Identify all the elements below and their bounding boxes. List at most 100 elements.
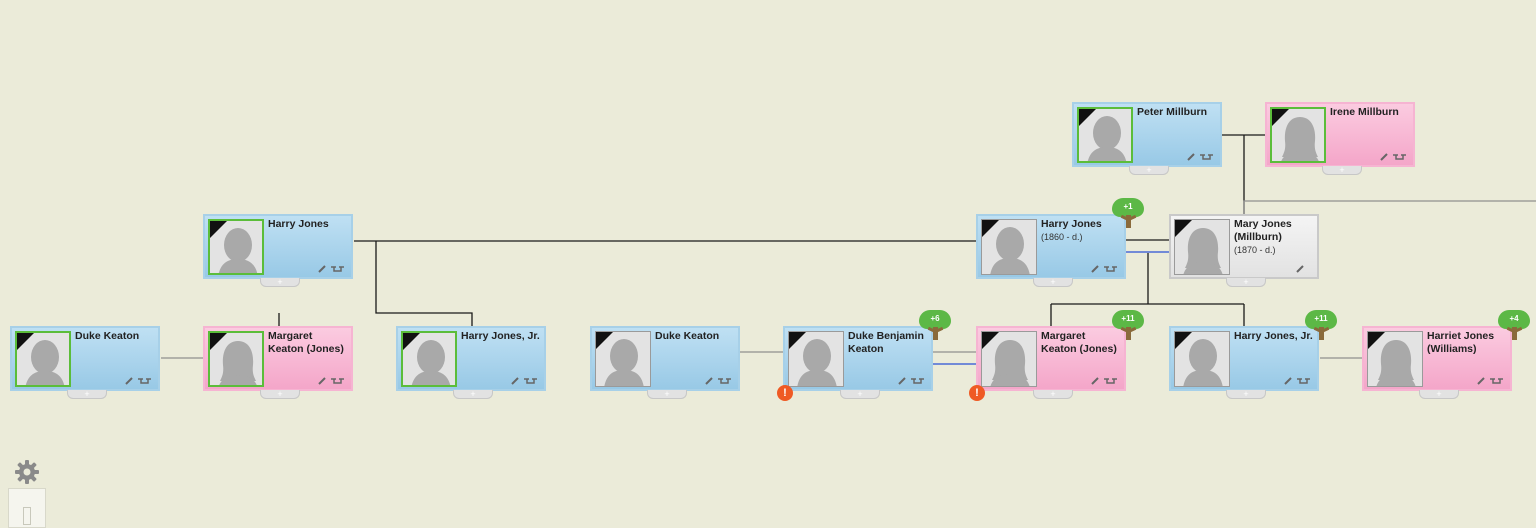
family-tree-hint-icon[interactable]: +6 xyxy=(919,310,953,342)
male-silhouette-avatar[interactable] xyxy=(981,219,1037,275)
person-name[interactable]: Duke Keaton xyxy=(75,330,140,342)
person-card-margaret-keaton-left[interactable]: Margaret Keaton (Jones) + xyxy=(203,326,353,399)
person-card-peter-millburn[interactable]: Peter Millburn + xyxy=(1072,102,1222,175)
relationship-icon[interactable] xyxy=(137,377,152,385)
relationship-icon[interactable] xyxy=(717,377,732,385)
male-silhouette-avatar[interactable] xyxy=(1174,331,1230,387)
person-card-harry-jones-left[interactable]: Harry Jones + xyxy=(203,214,353,287)
add-relative-tab[interactable]: + xyxy=(67,390,107,399)
add-relative-tab[interactable]: + xyxy=(1226,278,1266,287)
pencil-icon[interactable] xyxy=(318,265,327,273)
female-silhouette-avatar[interactable] xyxy=(208,331,264,387)
add-relative-tab[interactable]: + xyxy=(1226,390,1266,399)
person-card-harry-jones-jr-right[interactable]: Harry Jones, Jr. + xyxy=(1169,326,1319,399)
family-tree-hint-icon[interactable]: +4 xyxy=(1498,310,1532,342)
male-silhouette-avatar[interactable] xyxy=(788,331,844,387)
female-silhouette-avatar[interactable] xyxy=(981,331,1037,387)
male-silhouette-avatar[interactable] xyxy=(401,331,457,387)
pencil-icon[interactable] xyxy=(1091,377,1100,385)
person-card-mary-jones-millburn[interactable]: Mary Jones (Millburn) (1870 - d.) + xyxy=(1169,214,1319,287)
edit-tools[interactable] xyxy=(1284,377,1312,385)
relationship-icon[interactable] xyxy=(1392,153,1407,161)
person-name[interactable]: Margaret Keaton (Jones) xyxy=(1041,330,1117,355)
person-card-margaret-keaton-right[interactable]: Margaret Keaton (Jones) + xyxy=(976,326,1126,399)
add-relative-tab[interactable]: + xyxy=(840,390,880,399)
tree-hint-count: +4 xyxy=(1498,310,1530,329)
relationship-icon[interactable] xyxy=(1489,377,1504,385)
add-relative-tab[interactable]: + xyxy=(647,390,687,399)
person-card-harry-jones-jr-left[interactable]: Harry Jones, Jr. + xyxy=(396,326,546,399)
gear-icon[interactable] xyxy=(14,459,40,485)
female-silhouette-avatar[interactable] xyxy=(1270,107,1326,163)
person-name[interactable]: Duke Benjamin Keaton xyxy=(848,330,924,355)
edit-tools[interactable] xyxy=(318,377,346,385)
person-card-duke-keaton-center[interactable]: Duke Keaton + xyxy=(590,326,740,399)
relationship-icon[interactable] xyxy=(330,377,345,385)
person-name[interactable]: Peter Millburn xyxy=(1137,106,1208,118)
pencil-icon[interactable] xyxy=(125,377,134,385)
person-card-duke-keaton-left[interactable]: Duke Keaton + xyxy=(10,326,160,399)
female-silhouette-avatar[interactable] xyxy=(1174,219,1230,275)
male-silhouette-avatar[interactable] xyxy=(208,219,264,275)
male-silhouette-avatar[interactable] xyxy=(1077,107,1133,163)
edit-tools[interactable] xyxy=(705,377,733,385)
pencil-icon[interactable] xyxy=(1091,265,1100,273)
person-name[interactable]: Harry Jones, Jr. xyxy=(1234,330,1313,342)
person-name[interactable]: Duke Keaton xyxy=(655,330,720,342)
person-name[interactable]: Harry Jones, Jr. xyxy=(461,330,540,342)
relationship-icon[interactable] xyxy=(523,377,538,385)
add-relative-tab[interactable]: + xyxy=(1033,390,1073,399)
add-relative-tab[interactable]: + xyxy=(1322,166,1362,175)
person-name[interactable]: Harriet Jones (Williams) xyxy=(1427,330,1495,355)
person-name[interactable]: Irene Millburn xyxy=(1330,106,1399,118)
pencil-icon[interactable] xyxy=(1477,377,1486,385)
person-name[interactable]: Mary Jones (Millburn) xyxy=(1234,218,1292,243)
edit-tools[interactable] xyxy=(318,265,346,273)
add-relative-tab[interactable]: + xyxy=(260,390,300,399)
edit-tools[interactable] xyxy=(1284,265,1312,273)
person-name[interactable]: Harry Jones xyxy=(268,218,329,230)
pencil-icon[interactable] xyxy=(1187,153,1196,161)
add-relative-tab[interactable]: + xyxy=(453,390,493,399)
add-relative-tab[interactable]: + xyxy=(1419,390,1459,399)
relationship-icon[interactable] xyxy=(1296,377,1311,385)
person-card-irene-millburn[interactable]: Irene Millburn + xyxy=(1265,102,1415,175)
edit-tools[interactable] xyxy=(125,377,153,385)
pencil-icon[interactable] xyxy=(1284,377,1293,385)
relationship-icon[interactable] xyxy=(910,377,925,385)
family-tree-hint-icon[interactable]: +11 xyxy=(1112,310,1146,342)
relationship-icon[interactable] xyxy=(1103,265,1118,273)
relationship-icon[interactable] xyxy=(330,265,345,273)
male-silhouette-avatar[interactable] xyxy=(15,331,71,387)
add-relative-tab[interactable]: + xyxy=(1129,166,1169,175)
edit-tools[interactable] xyxy=(1091,377,1119,385)
warning-icon[interactable]: ! xyxy=(777,385,793,401)
add-relative-tab[interactable]: + xyxy=(1033,278,1073,287)
person-name[interactable]: Margaret Keaton (Jones) xyxy=(268,330,344,355)
family-tree-hint-icon[interactable]: +1 xyxy=(1112,198,1146,230)
add-relative-tab[interactable]: + xyxy=(260,278,300,287)
pencil-icon[interactable] xyxy=(705,377,714,385)
person-card-harriet-jones-williams[interactable]: Harriet Jones (Williams) + xyxy=(1362,326,1512,399)
edit-tools[interactable] xyxy=(1187,153,1215,161)
edit-tools[interactable] xyxy=(1091,265,1119,273)
pencil-icon[interactable] xyxy=(1296,265,1305,273)
edit-tools[interactable] xyxy=(511,377,539,385)
pencil-icon[interactable] xyxy=(511,377,520,385)
person-card-duke-benjamin-keaton[interactable]: Duke Benjamin Keaton + xyxy=(783,326,933,399)
female-silhouette-avatar[interactable] xyxy=(1367,331,1423,387)
pencil-icon[interactable] xyxy=(898,377,907,385)
edit-tools[interactable] xyxy=(1380,153,1408,161)
warning-icon[interactable]: ! xyxy=(969,385,985,401)
relationship-icon[interactable] xyxy=(1199,153,1214,161)
pencil-icon[interactable] xyxy=(1380,153,1389,161)
person-name[interactable]: Harry Jones xyxy=(1041,218,1102,230)
pencil-icon[interactable] xyxy=(318,377,327,385)
family-tree-hint-icon[interactable]: +11 xyxy=(1305,310,1339,342)
male-silhouette-avatar[interactable] xyxy=(595,331,651,387)
side-panel-toggle[interactable] xyxy=(8,488,46,528)
edit-tools[interactable] xyxy=(898,377,926,385)
edit-tools[interactable] xyxy=(1477,377,1505,385)
relationship-icon[interactable] xyxy=(1103,377,1118,385)
person-card-harry-jones-1860[interactable]: Harry Jones (1860 - d.) + xyxy=(976,214,1126,287)
